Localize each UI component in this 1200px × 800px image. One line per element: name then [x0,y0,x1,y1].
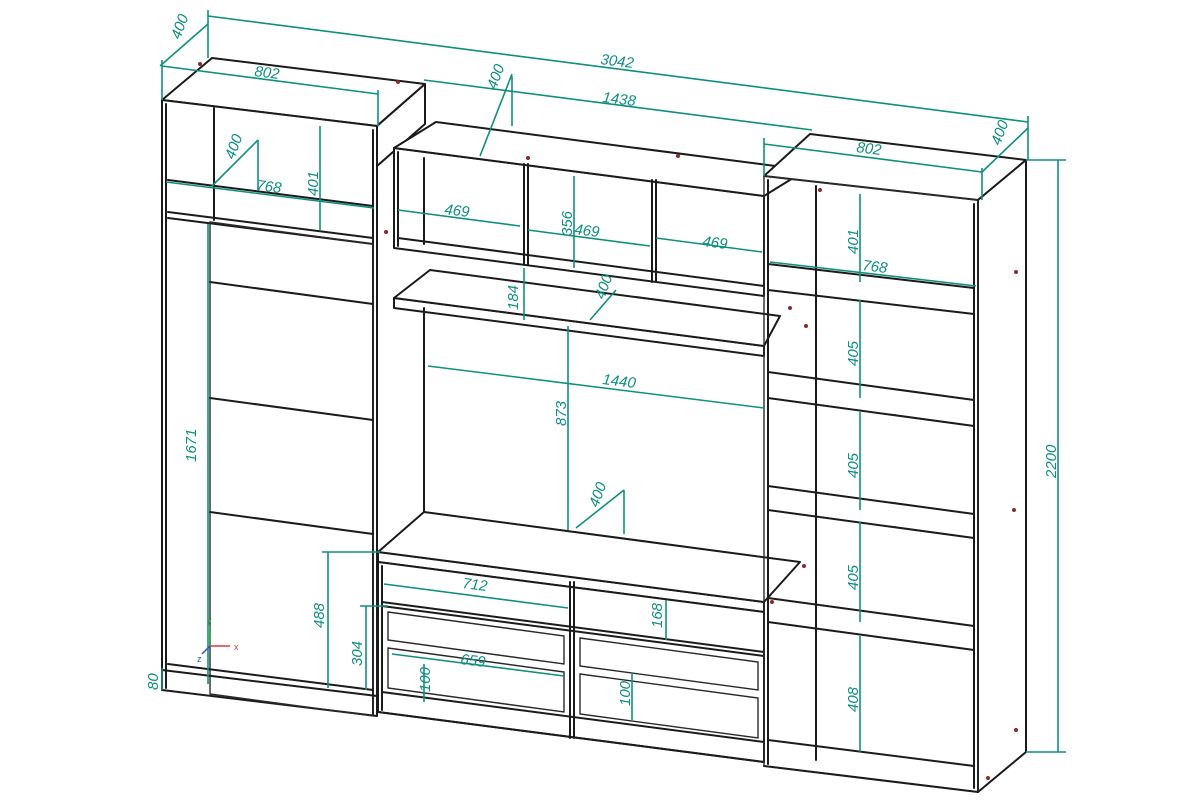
axis-y-label: y [207,615,212,625]
dim-left-top-height: 401 [305,171,322,196]
dim-right-shelf-3: 405 [845,564,862,590]
dim-niche-width-3: 469 [702,233,730,253]
right-cabinet [763,133,1027,793]
left-cabinet-front [161,99,378,717]
axis-z-line [201,645,211,655]
center-section [377,121,807,763]
drawer-right-bottom [579,673,759,739]
dim-right-shelf-1: 405 [845,340,862,366]
drawer-right-top [579,637,759,691]
dim-drawer-front-height: 100 [417,666,434,692]
dim-right-shelf-2: 405 [845,452,862,478]
dim-tv-height: 873 [553,400,570,426]
dim-right-bottom: 408 [845,686,862,712]
left-cabinet [161,57,426,717]
dim-drawer-zone-height: 304 [349,641,366,666]
dim-tv-shelf-depth: 400 [586,479,611,509]
drawer-left-bottom [387,647,565,713]
dim-right-inner-width: 768 [862,257,890,277]
dim-open-shelf-height: 168 [649,602,666,628]
dim-total-height: 2200 [1043,444,1060,479]
dim-gap-height: 184 [505,285,522,310]
dim-total-width: 3042 [600,51,636,72]
dimension-labels: 3042 802 1438 802 768 768 401 401 2200 1… [145,11,1060,712]
dim-niche-height: 356 [559,210,576,236]
dim-left-top-width: 802 [254,63,282,83]
dim-depth-right: 400 [988,117,1013,147]
dim-depth-center: 400 [484,61,509,91]
drawer-left-top [387,611,565,665]
dim-drawer-width: 659 [460,651,488,671]
dim-right-top-height: 401 [845,229,862,254]
dim-center-width: 1438 [602,89,638,110]
dim-door-height: 1671 [183,429,200,462]
axis-z-label: z [197,654,202,664]
dim-plinth-height: 80 [145,673,162,690]
dim-left-inner-width: 768 [256,177,284,197]
dim-table-height: 488 [311,602,328,628]
dim-depth-left: 400 [168,11,193,41]
left-door-panel [209,221,374,717]
dim-niche-width-2: 469 [574,221,602,241]
axis-x-label: x [234,642,239,652]
axis-indicator: x y z [197,615,239,664]
dimension-lines [159,10,1066,753]
dim-right-top-width: 802 [856,139,884,159]
dim-table-width: 712 [462,575,490,595]
dim-tv-width: 1440 [602,371,638,392]
dim-niche-width-1: 469 [444,201,472,221]
dim-drawer-right-height: 100 [617,680,634,706]
right-cabinet-side [977,159,1027,793]
hardware-dots [198,62,1018,780]
